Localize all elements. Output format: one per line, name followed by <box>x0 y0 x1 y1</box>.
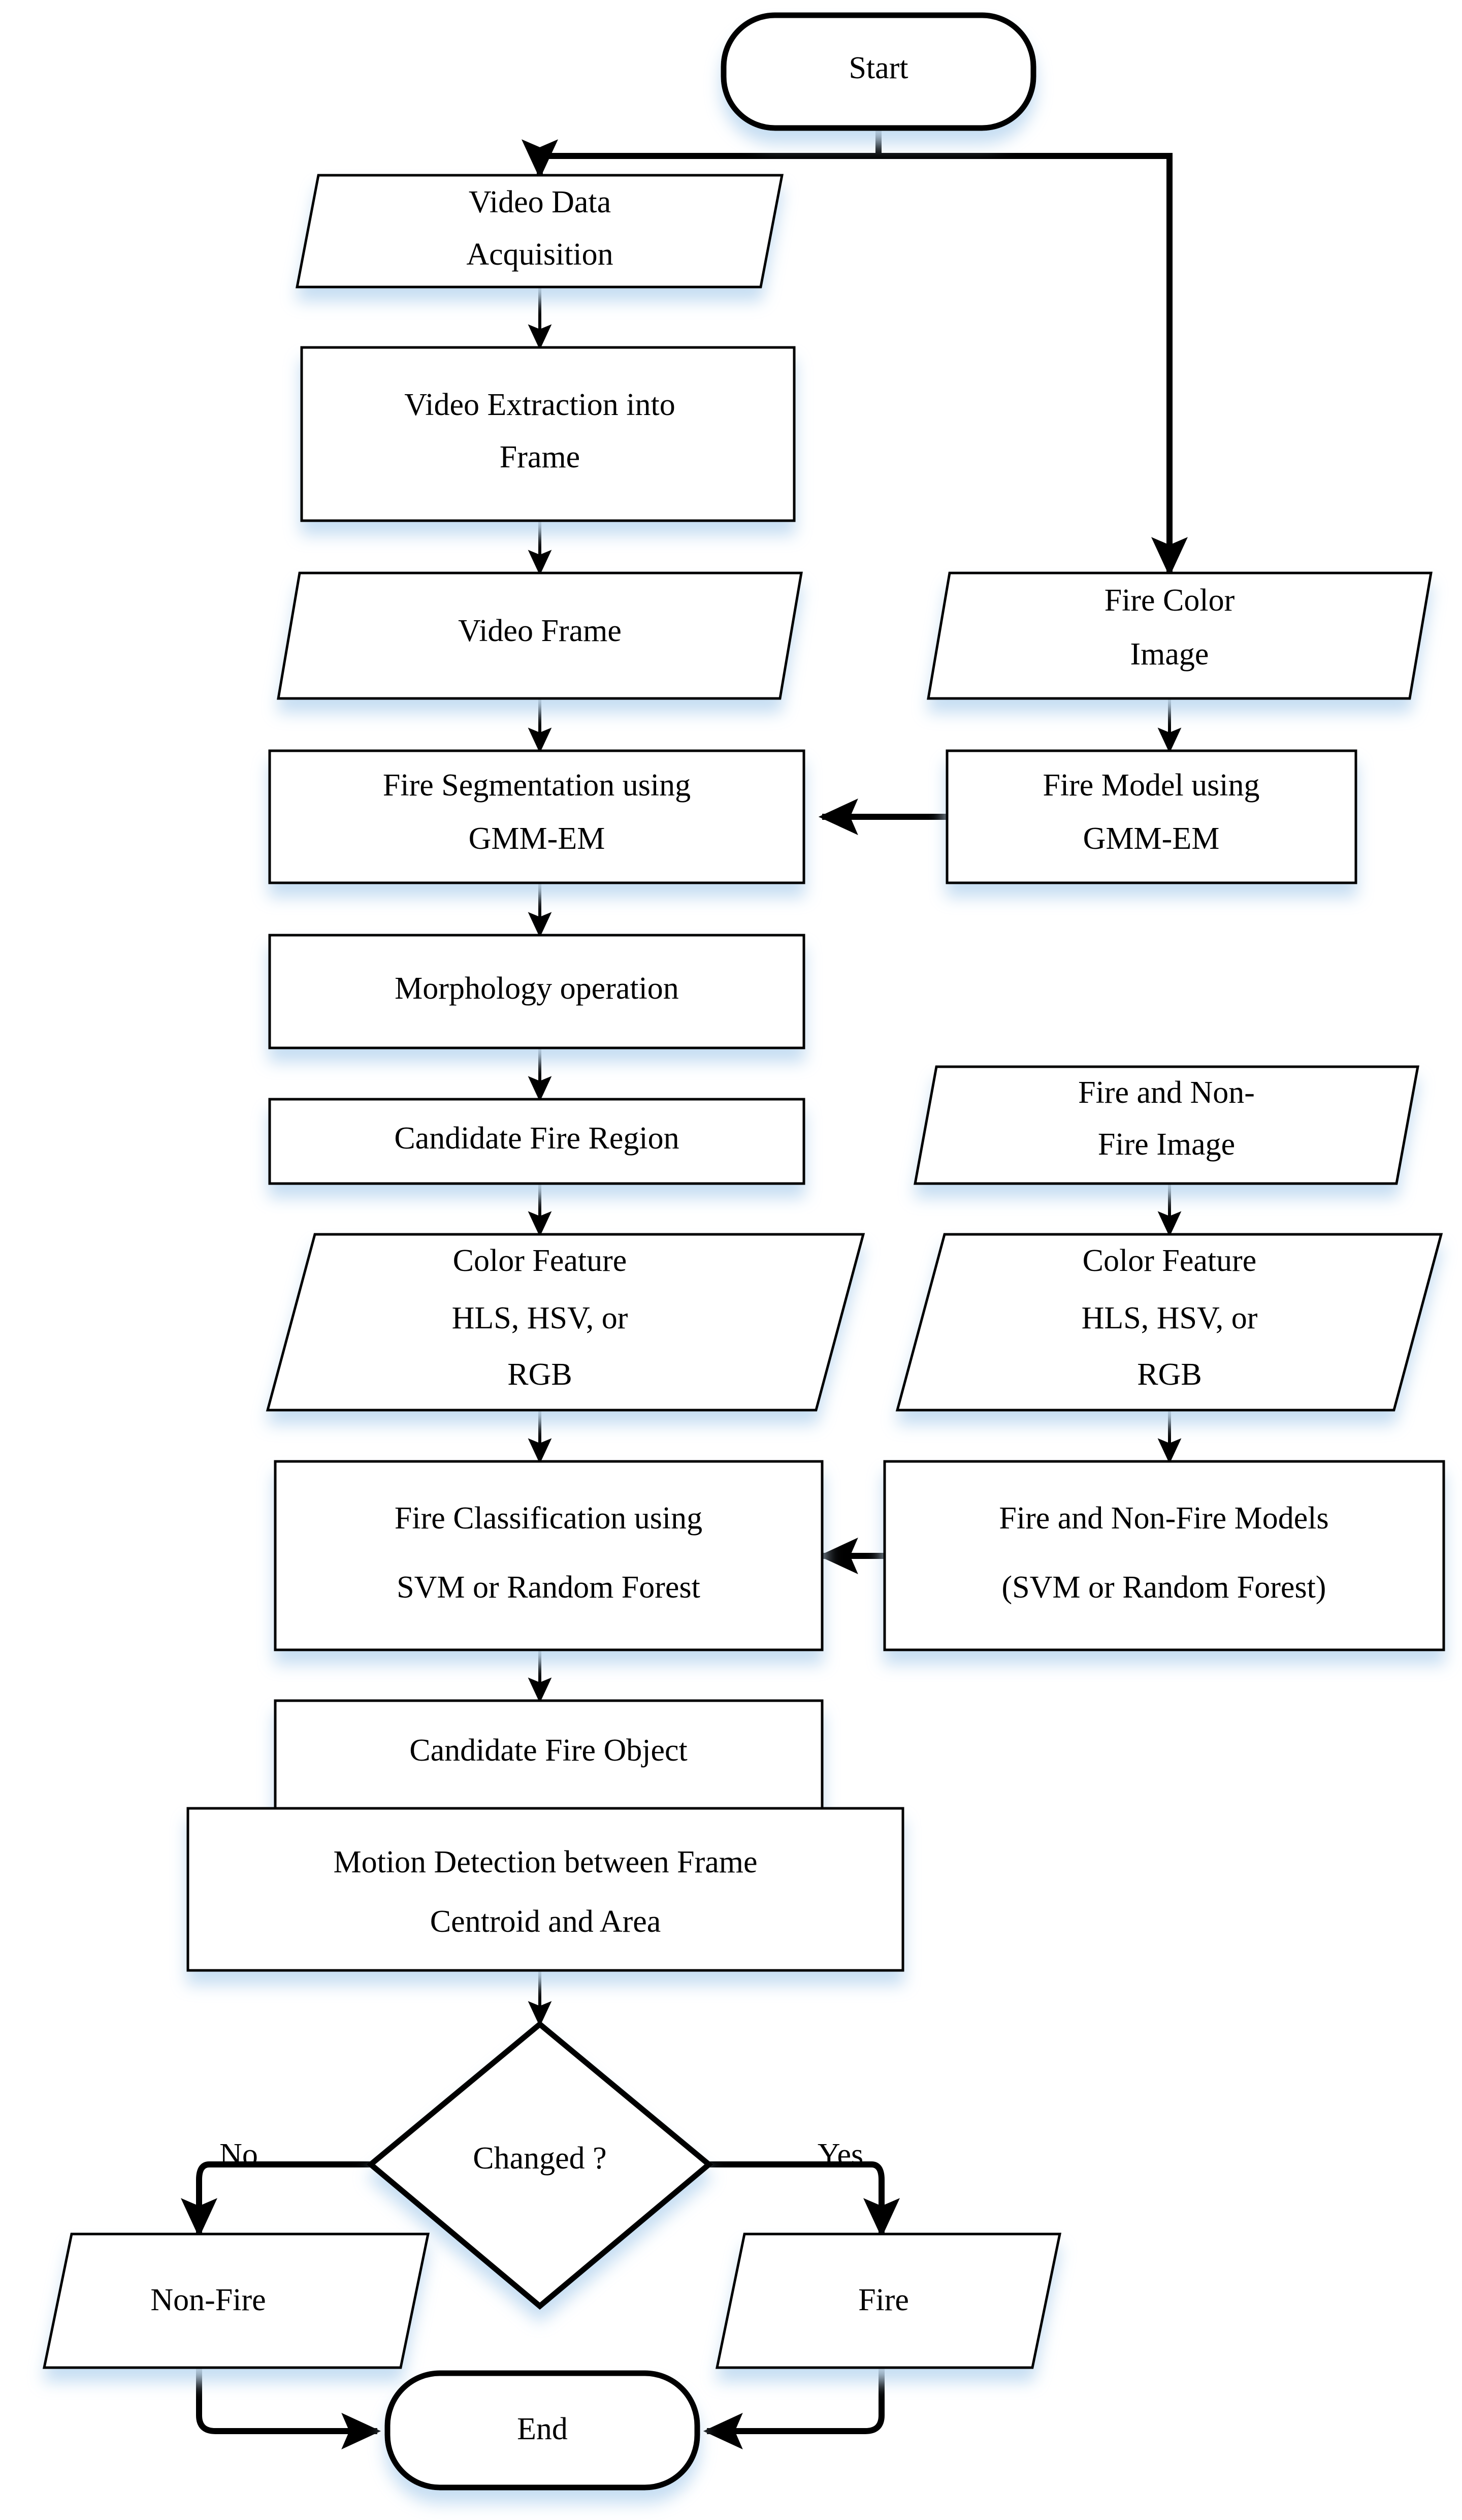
node-video-extraction-line2: Frame <box>500 440 580 474</box>
edge-start-to-fire-color <box>875 127 1188 577</box>
node-color-feat-r-line2: HLS, HSV, or <box>1082 1301 1258 1335</box>
node-start[interactable]: Start <box>721 12 1036 131</box>
node-fire-and-non-fire-models[interactable]: Fire and Non-Fire Models (SVM or Random … <box>883 1460 1445 1651</box>
node-candidate-fire-region[interactable]: Candidate Fire Region <box>268 1098 805 1185</box>
edge-fire-to-end <box>703 2368 885 2449</box>
node-fire-classification-line2: SVM or Random Forest <box>397 1570 700 1605</box>
node-video-extraction-line1: Video Extraction into <box>404 388 675 422</box>
node-color-feat-l-line3: RGB <box>507 1357 572 1392</box>
node-start-label: Start <box>849 51 908 85</box>
node-fire-color-line2: Image <box>1130 637 1209 672</box>
node-fire-model[interactable]: Fire Model using GMM-EM <box>946 749 1357 884</box>
node-non-fire[interactable]: Non-Fire <box>42 2232 430 2369</box>
node-color-feat-l-line2: HLS, HSV, or <box>452 1301 628 1335</box>
edge-non-fire-to-end <box>196 2368 381 2449</box>
node-morphology-operation[interactable]: Morphology operation <box>268 934 805 1049</box>
node-fire-nonfire-img-line1: Fire and Non- <box>1078 1075 1255 1110</box>
edge-start-to-video-data <box>522 127 882 179</box>
edge-label-no: No <box>219 2138 258 2172</box>
node-fire-classification[interactable]: Fire Classification using SVM or Random … <box>274 1460 824 1651</box>
node-candidate-fire-object-label: Candidate Fire Object <box>409 1733 688 1768</box>
node-fire-classification-line1: Fire Classification using <box>395 1501 702 1536</box>
node-fire-segmentation[interactable]: Fire Segmentation using GMM-EM <box>268 749 805 884</box>
node-color-feature-left[interactable]: Color Feature HLS, HSV, or RGB <box>266 1233 865 1412</box>
node-changed-label: Changed ? <box>473 2141 606 2176</box>
node-video-extraction[interactable]: Video Extraction into Frame <box>300 346 796 522</box>
node-video-frame[interactable]: Video Frame <box>277 571 803 700</box>
node-non-fire-label: Non-Fire <box>150 2283 266 2317</box>
node-video-data-line1: Video Data <box>469 185 611 219</box>
node-video-data-line2: Acquisition <box>466 237 613 272</box>
node-models-line1: Fire and Non-Fire Models <box>999 1501 1328 1536</box>
node-fire-color-line1: Fire Color <box>1104 583 1235 618</box>
node-video-frame-label: Video Frame <box>458 614 622 648</box>
node-fire-label: Fire <box>858 2283 909 2317</box>
node-color-feat-l-line1: Color Feature <box>453 1243 627 1278</box>
node-changed-decision[interactable]: Changed ? <box>366 2020 713 2310</box>
node-video-data-acquisition[interactable]: Video Data Acquisition <box>295 174 784 289</box>
node-candidate-fire-region-label: Candidate Fire Region <box>394 1121 679 1156</box>
node-layer: Start Video Data Acquisition Video Extra… <box>42 12 1445 2491</box>
node-fire[interactable]: Fire <box>715 2232 1062 2369</box>
node-motion-detection-line2: Centroid and Area <box>430 1904 661 1939</box>
node-motion-detection[interactable]: Motion Detection between Frame Centroid … <box>186 1807 904 1972</box>
node-models-line2: (SVM or Random Forest) <box>1002 1570 1326 1605</box>
node-fire-segmentation-line1: Fire Segmentation using <box>383 768 691 803</box>
edge-label-yes: Yes <box>818 2138 863 2172</box>
node-color-feat-r-line1: Color Feature <box>1083 1243 1257 1278</box>
node-end-label: End <box>517 2412 568 2446</box>
node-fire-nonfire-img-line2: Fire Image <box>1098 1127 1235 1162</box>
node-fire-model-line1: Fire Model using <box>1043 768 1259 803</box>
node-color-feature-right[interactable]: Color Feature HLS, HSV, or RGB <box>895 1233 1443 1412</box>
edge-changed-yes-to-fire <box>709 2161 900 2238</box>
node-candidate-fire-object[interactable]: Candidate Fire Object <box>274 1699 824 1810</box>
node-fire-color-image[interactable]: Fire Color Image <box>927 571 1433 700</box>
node-morphology-label: Morphology operation <box>395 971 679 1006</box>
node-motion-detection-line1: Motion Detection between Frame <box>333 1845 757 1879</box>
edge-changed-no-to-non-fire <box>181 2161 371 2238</box>
node-color-feat-r-line3: RGB <box>1137 1357 1201 1392</box>
node-fire-model-line2: GMM-EM <box>1083 821 1220 856</box>
node-fire-and-non-fire-image[interactable]: Fire and Non- Fire Image <box>914 1065 1419 1185</box>
node-end[interactable]: End <box>384 2370 700 2491</box>
node-fire-segmentation-line2: GMM-EM <box>469 821 605 856</box>
